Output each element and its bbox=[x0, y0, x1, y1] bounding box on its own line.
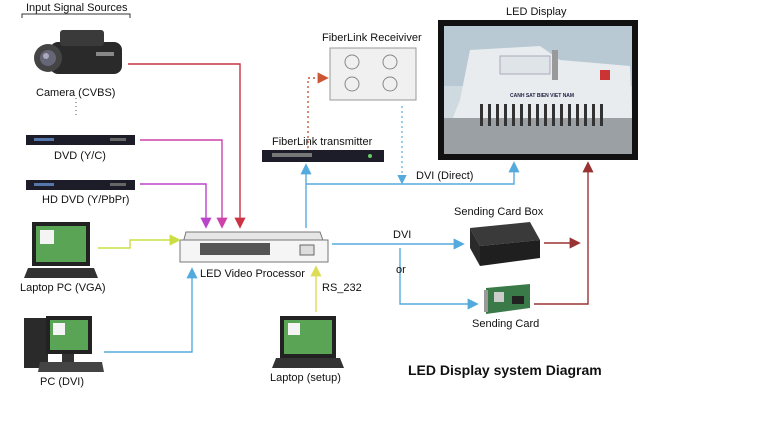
dvi-pc-line bbox=[104, 267, 198, 353]
dvi-label: DVI bbox=[393, 229, 412, 241]
fiber-transmitter-icon bbox=[262, 150, 384, 162]
dvd-label: DVD (Y/C) bbox=[54, 150, 106, 162]
laptop-vga-icon bbox=[24, 222, 98, 278]
processor-icon bbox=[179, 231, 329, 263]
camera-label: Camera (CVBS) bbox=[36, 87, 116, 99]
fiber-rx-label: FiberLink Receiviver bbox=[322, 32, 422, 44]
sending-card-box-icon bbox=[470, 222, 540, 266]
camera-icon bbox=[34, 30, 122, 74]
led-display-photo bbox=[438, 20, 638, 160]
vga-line bbox=[98, 234, 181, 249]
dvi-direct-line bbox=[306, 161, 520, 185]
pc-dvi-icon bbox=[24, 316, 104, 372]
led-display-label: LED Display bbox=[506, 6, 567, 18]
fiber-tx-label: FiberLink transmitter bbox=[272, 136, 373, 148]
fiber-dotted-line bbox=[307, 72, 329, 148]
or-label: or bbox=[396, 264, 406, 276]
diagram-title: LED Display system Diagram bbox=[408, 362, 602, 378]
rs232-label: RS_232 bbox=[322, 282, 362, 294]
camera-line bbox=[128, 63, 246, 229]
sending-card-label: Sending Card bbox=[472, 318, 540, 330]
card-out-line bbox=[534, 161, 594, 305]
sources-bracket bbox=[21, 13, 131, 18]
sending-box-label: Sending Card Box bbox=[454, 206, 544, 218]
laptop-vga-label: Laptop PC (VGA) bbox=[20, 282, 106, 294]
sending-card-icon bbox=[484, 284, 530, 314]
fiber-receiver-icon bbox=[329, 47, 417, 101]
dvd-line bbox=[140, 139, 228, 229]
dvi-direct-label: DVI (Direct) bbox=[416, 170, 474, 182]
sources-header: Input Signal Sources bbox=[26, 2, 128, 14]
dvd-icon bbox=[26, 135, 135, 145]
hd-dvd-icon bbox=[26, 180, 135, 190]
hddvd-line bbox=[140, 183, 212, 229]
laptop-setup-label: Laptop (setup) bbox=[270, 372, 341, 384]
ship-name-text: CANH SAT BIEN VIET NAM bbox=[510, 93, 575, 99]
laptop-setup-icon bbox=[272, 316, 344, 368]
processor-label: LED Video Processor bbox=[200, 268, 305, 280]
card-line bbox=[399, 248, 479, 310]
pc-dvi-label: PC (DVI) bbox=[40, 376, 84, 388]
hd-dvd-label: HD DVD (Y/PbPr) bbox=[42, 194, 130, 206]
